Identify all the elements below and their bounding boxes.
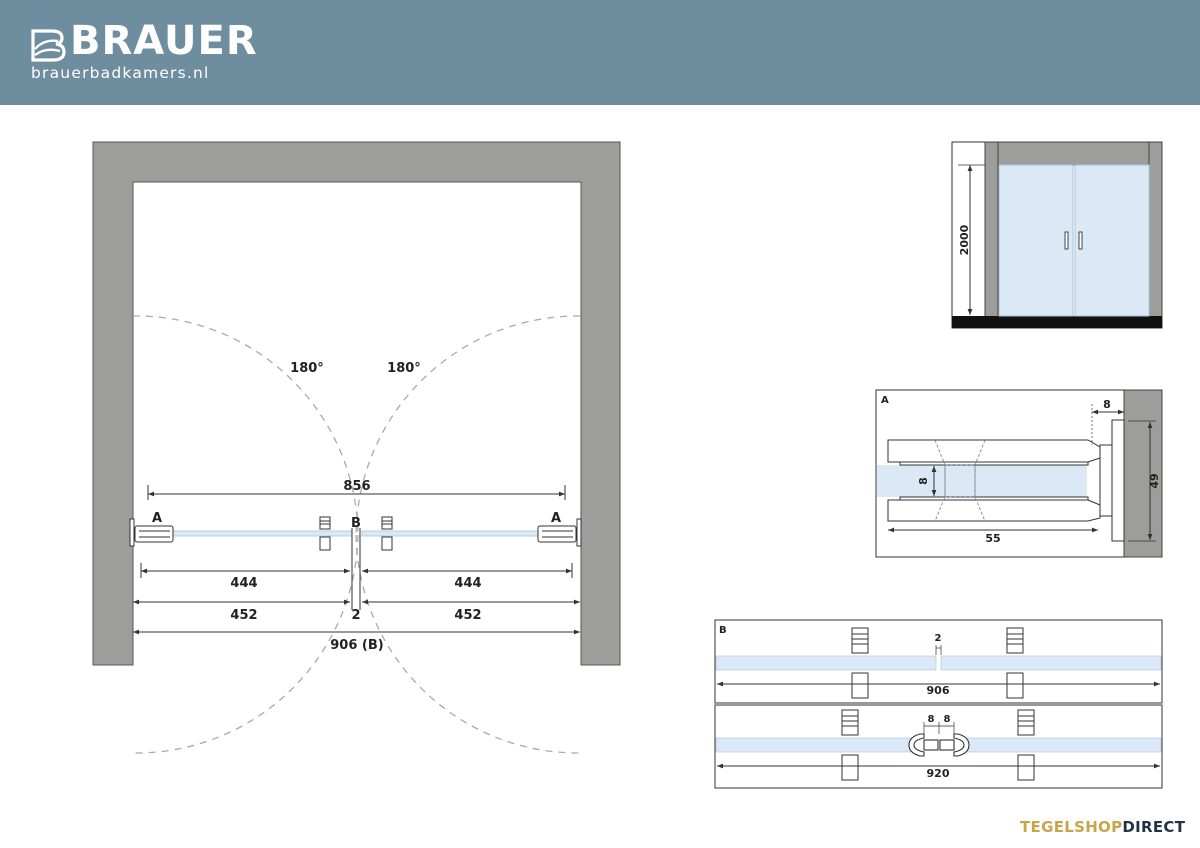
- brand-name: BRAUER: [70, 18, 258, 64]
- right-half-dimension: 452: [454, 608, 481, 623]
- detail-b-seal-left-dimension: 8: [928, 714, 935, 725]
- plan-glass-left: [169, 530, 353, 537]
- elevation-glass-left: [998, 164, 1074, 317]
- header-banner: BRAUER brauerbadkamers.nl: [0, 0, 1200, 105]
- detail-a-label: A: [881, 395, 889, 406]
- detail-b-label: B: [719, 625, 727, 636]
- right-panel-dimension: 444: [454, 576, 481, 591]
- elevation-handle-right: [1078, 231, 1083, 250]
- detail-b-seal-right-dimension: 8: [944, 714, 951, 725]
- footer-logo-part1: TEGELSHOP: [1020, 818, 1123, 836]
- elevation-height-dimension: 2000: [958, 224, 971, 255]
- hinge-right-label: A: [551, 511, 561, 526]
- website-url: brauerbadkamers.nl: [31, 64, 210, 82]
- door-swing-arcs: [132, 315, 581, 754]
- gap-dimension: 2: [351, 608, 360, 623]
- detail-a-glass-dimension: 8: [917, 477, 930, 485]
- detail-a-top-dimension: 8: [1103, 398, 1111, 411]
- footer-logo-part2: DIRECT: [1122, 818, 1186, 836]
- center-label: B: [351, 516, 361, 531]
- detail-b: B 2 906 8 8 920: [714, 619, 1163, 789]
- detail-a-height-dimension: 49: [1148, 473, 1161, 488]
- angle-right-label: 180°: [387, 361, 421, 376]
- brauer-logo-icon: [31, 29, 66, 62]
- hinge-left: [129, 518, 174, 547]
- tegelshopdirect-logo: TEGELSHOPDIRECT: [1020, 818, 1185, 836]
- detail-b-width-1: 906: [927, 684, 950, 697]
- total-dimension: 906 (B): [330, 638, 383, 653]
- elevation-glass-right: [1074, 164, 1150, 317]
- plan-wall: [92, 141, 621, 666]
- detail-b-width-2: 920: [927, 767, 950, 780]
- elevation-view: 2000: [951, 141, 1163, 329]
- detail-a-depth-dimension: 55: [985, 532, 1000, 545]
- total-open-dimension: 856: [343, 479, 370, 494]
- handle-right: [381, 516, 393, 551]
- elevation-handle-left: [1064, 231, 1069, 250]
- left-half-dimension: 452: [230, 608, 257, 623]
- plan-glass-right: [361, 530, 545, 537]
- plan-view: 180° 180° 856 A B A 444 444 452 2 452 90…: [92, 141, 621, 754]
- angle-left-label: 180°: [290, 361, 324, 376]
- left-panel-dimension: 444: [230, 576, 257, 591]
- magnetic-seal: [908, 733, 970, 757]
- handle-left: [319, 516, 331, 551]
- hinge-right: [537, 518, 582, 547]
- hinge-left-label: A: [152, 511, 162, 526]
- detail-a: A 8 8 55 49: [875, 389, 1163, 558]
- detail-b-gap-dimension: 2: [935, 633, 942, 644]
